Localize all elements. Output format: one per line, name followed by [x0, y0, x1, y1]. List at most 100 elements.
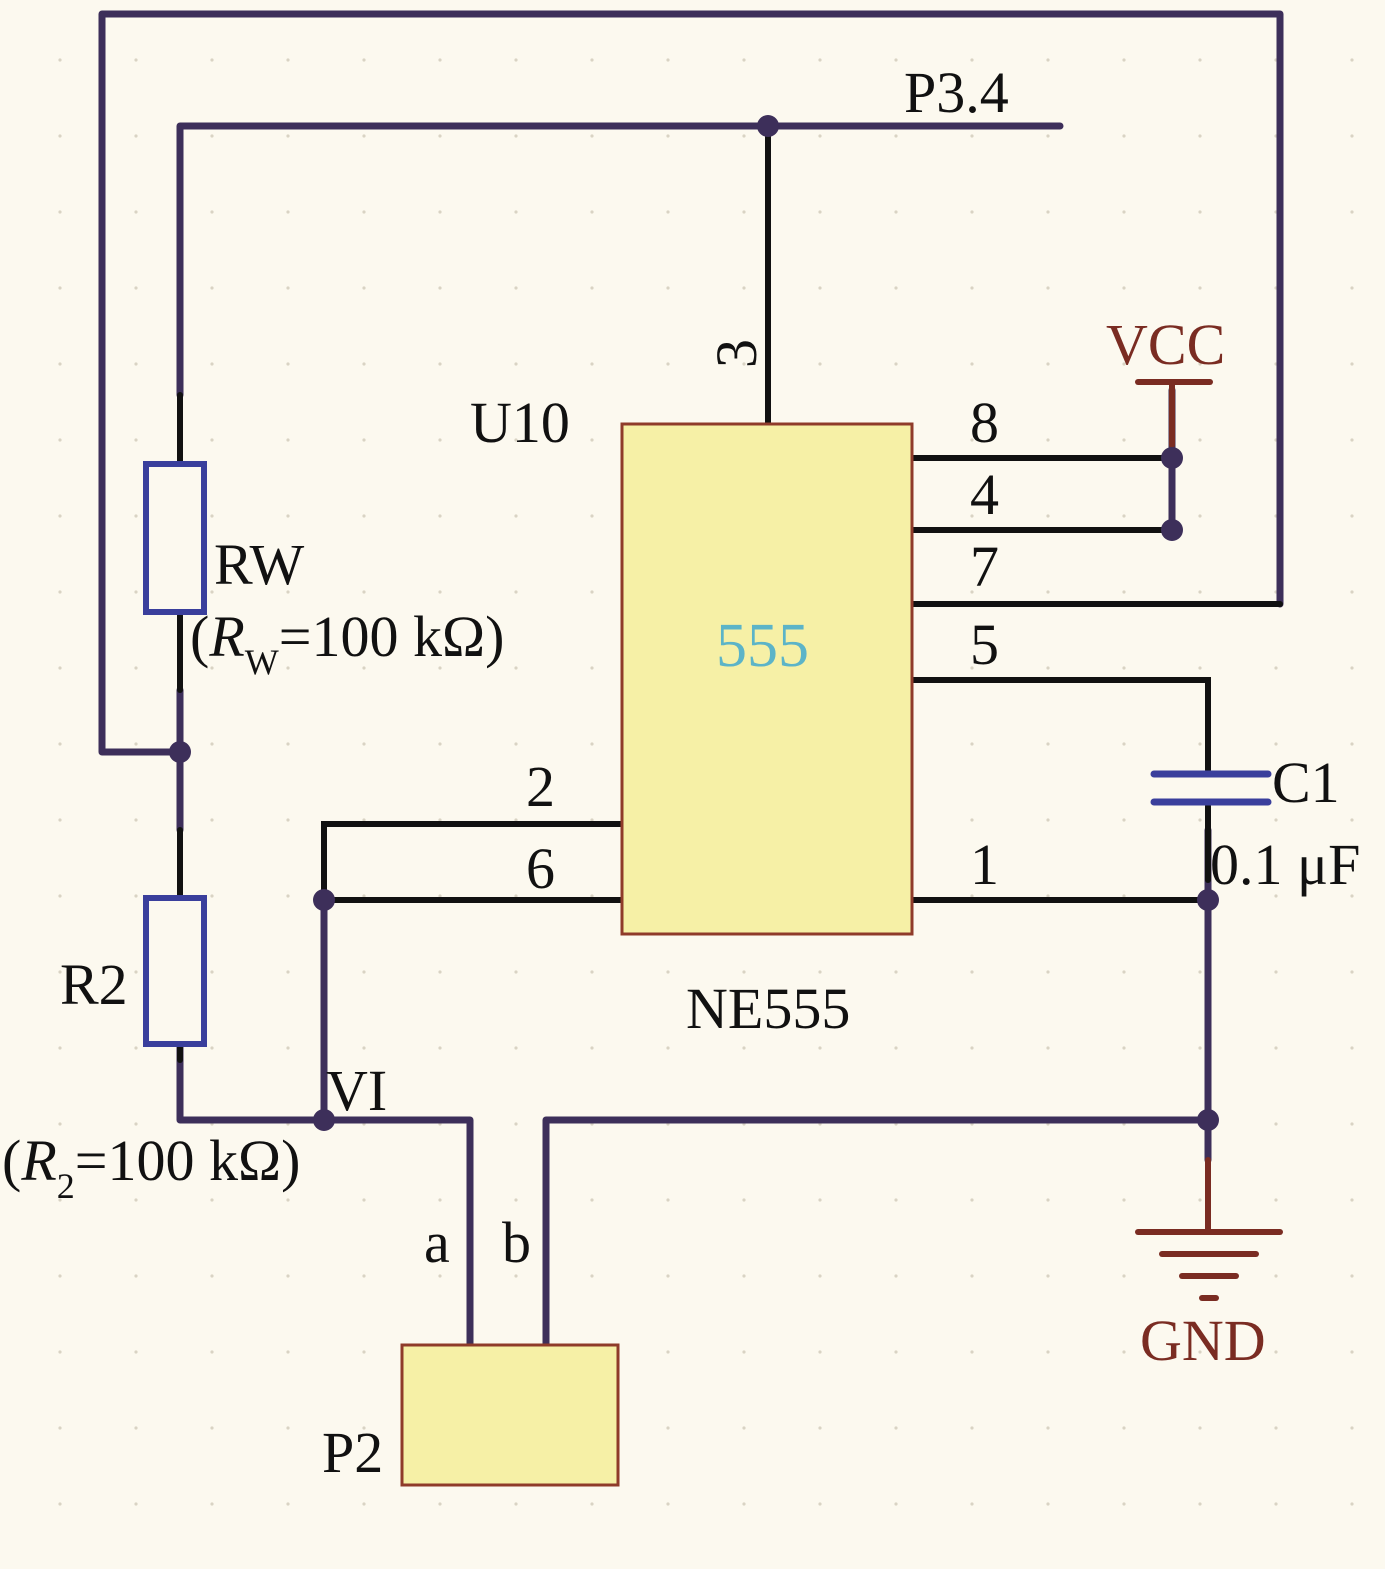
grid-dot: [666, 970, 670, 974]
grid-dot: [438, 286, 442, 290]
grid-dot: [1274, 1046, 1278, 1050]
grid-dot: [210, 1274, 214, 1278]
grid-dot: [1046, 590, 1050, 594]
grid-dot: [514, 1046, 518, 1050]
grid-dot: [134, 818, 138, 822]
grid-dot: [970, 1046, 974, 1050]
junction-vcc-4: [1161, 519, 1183, 541]
grid-dot: [1350, 362, 1354, 366]
grid-dot: [970, 590, 974, 594]
grid-dot: [58, 134, 62, 138]
pin2-wire: [321, 821, 625, 903]
grid-dot: [666, 1046, 670, 1050]
grid-dot: [58, 210, 62, 214]
grid-dot: [438, 894, 442, 898]
grid-dot: [1122, 1502, 1126, 1506]
junction-vcc-8: [1161, 447, 1183, 469]
grid-dot: [818, 58, 822, 62]
grid-dot: [1046, 970, 1050, 974]
grid-dot: [590, 1198, 594, 1202]
grid-dot: [1350, 894, 1354, 898]
grid-dot: [514, 1122, 518, 1126]
pin2-label: 2: [526, 754, 555, 819]
grid-dot: [590, 438, 594, 442]
grid-dot: [1122, 742, 1126, 746]
grid-dot: [1350, 514, 1354, 518]
grid-dot: [58, 286, 62, 290]
grid-dot: [58, 438, 62, 442]
grid-dot: [894, 362, 898, 366]
grid-dot: [286, 894, 290, 898]
grid-dot: [134, 1502, 138, 1506]
grid-dot: [818, 210, 822, 214]
grid-dot: [1198, 134, 1202, 138]
grid-dot: [362, 1198, 366, 1202]
vcc-label: VCC: [1106, 312, 1225, 377]
grid-dot: [210, 134, 214, 138]
grid-dot: [1198, 742, 1202, 746]
grid-dot: [514, 134, 518, 138]
grid-dot: [362, 590, 366, 594]
grid-dot: [210, 1502, 214, 1506]
grid-dot: [210, 590, 214, 594]
grid-dot: [742, 1046, 746, 1050]
grid-dot: [742, 286, 746, 290]
grid-dot: [970, 1274, 974, 1278]
grid-dot: [438, 1274, 442, 1278]
grid-dot: [1122, 1046, 1126, 1050]
grid-dot: [590, 286, 594, 290]
grid-dot: [58, 1502, 62, 1506]
grid-dot: [514, 438, 518, 442]
grid-dot: [1046, 286, 1050, 290]
gnd-symbol: [1135, 1157, 1283, 1301]
grid-dot: [1274, 1502, 1278, 1506]
grid-dot: [1350, 590, 1354, 594]
grid-dot: [514, 970, 518, 974]
grid-dot: [438, 134, 442, 138]
grid-dot: [590, 590, 594, 594]
pin3-label: 3: [704, 339, 769, 368]
grid-dot: [970, 666, 974, 670]
grid-dot: [210, 1198, 214, 1202]
grid-dot: [210, 1350, 214, 1354]
junction-vi: [313, 1109, 335, 1131]
grid-dot: [1198, 1198, 1202, 1202]
grid-dot: [134, 134, 138, 138]
grid-dot: [1198, 514, 1202, 518]
grid-dot: [58, 1350, 62, 1354]
grid-dot: [210, 362, 214, 366]
grid-dot: [362, 666, 366, 670]
junction-gnd: [1197, 1109, 1219, 1131]
grid-dot: [1274, 1426, 1278, 1430]
grid-dot: [666, 1502, 670, 1506]
grid-dot: [210, 286, 214, 290]
grid-dot: [1350, 58, 1354, 62]
grid-dot: [1046, 362, 1050, 366]
junction-p34: [757, 115, 779, 137]
grid-dot: [210, 210, 214, 214]
grid-dot: [1046, 666, 1050, 670]
grid-dot: [286, 1426, 290, 1430]
grid-dot: [1274, 742, 1278, 746]
grid-dot: [1350, 970, 1354, 974]
grid-dot: [210, 666, 214, 670]
grid-dot: [1350, 438, 1354, 442]
part-label: NE555: [686, 976, 850, 1041]
grid-dot: [1122, 438, 1126, 442]
rw-value-label: (RW=100 kΩ): [190, 604, 504, 682]
c1-value-label: 0.1 μF: [1210, 832, 1360, 897]
grid-dot: [1274, 1350, 1278, 1354]
grid-dot: [1122, 666, 1126, 670]
pin4-label: 4: [970, 462, 999, 527]
grid-dot: [590, 514, 594, 518]
grid-dot: [666, 134, 670, 138]
grid-dot: [1274, 818, 1278, 822]
grid-dot: [362, 1046, 366, 1050]
grid-dot: [1122, 362, 1126, 366]
grid-dot: [970, 286, 974, 290]
grid-dot: [894, 1502, 898, 1506]
grid-dot: [1046, 742, 1050, 746]
grid-dot: [1122, 1274, 1126, 1278]
grid-dot: [970, 134, 974, 138]
grid-dot: [286, 1046, 290, 1050]
